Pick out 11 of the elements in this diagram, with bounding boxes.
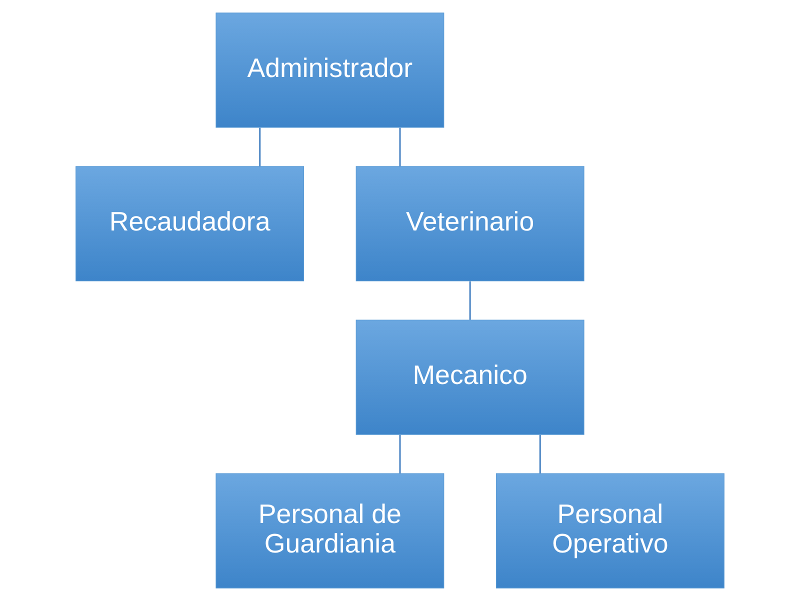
- node-box: Recaudadora: [76, 166, 304, 282]
- node-box: Personal Operativo: [496, 473, 724, 588]
- connector: [469, 281, 471, 320]
- connector: [259, 128, 261, 166]
- node-box: Veterinario: [356, 166, 584, 282]
- node-box: Administrador: [216, 12, 444, 128]
- connector: [399, 434, 401, 474]
- connector: [539, 434, 541, 474]
- connector: [399, 128, 401, 166]
- node-box: Mecanico: [356, 320, 584, 435]
- node-box: Personal de Guardiania: [216, 473, 444, 588]
